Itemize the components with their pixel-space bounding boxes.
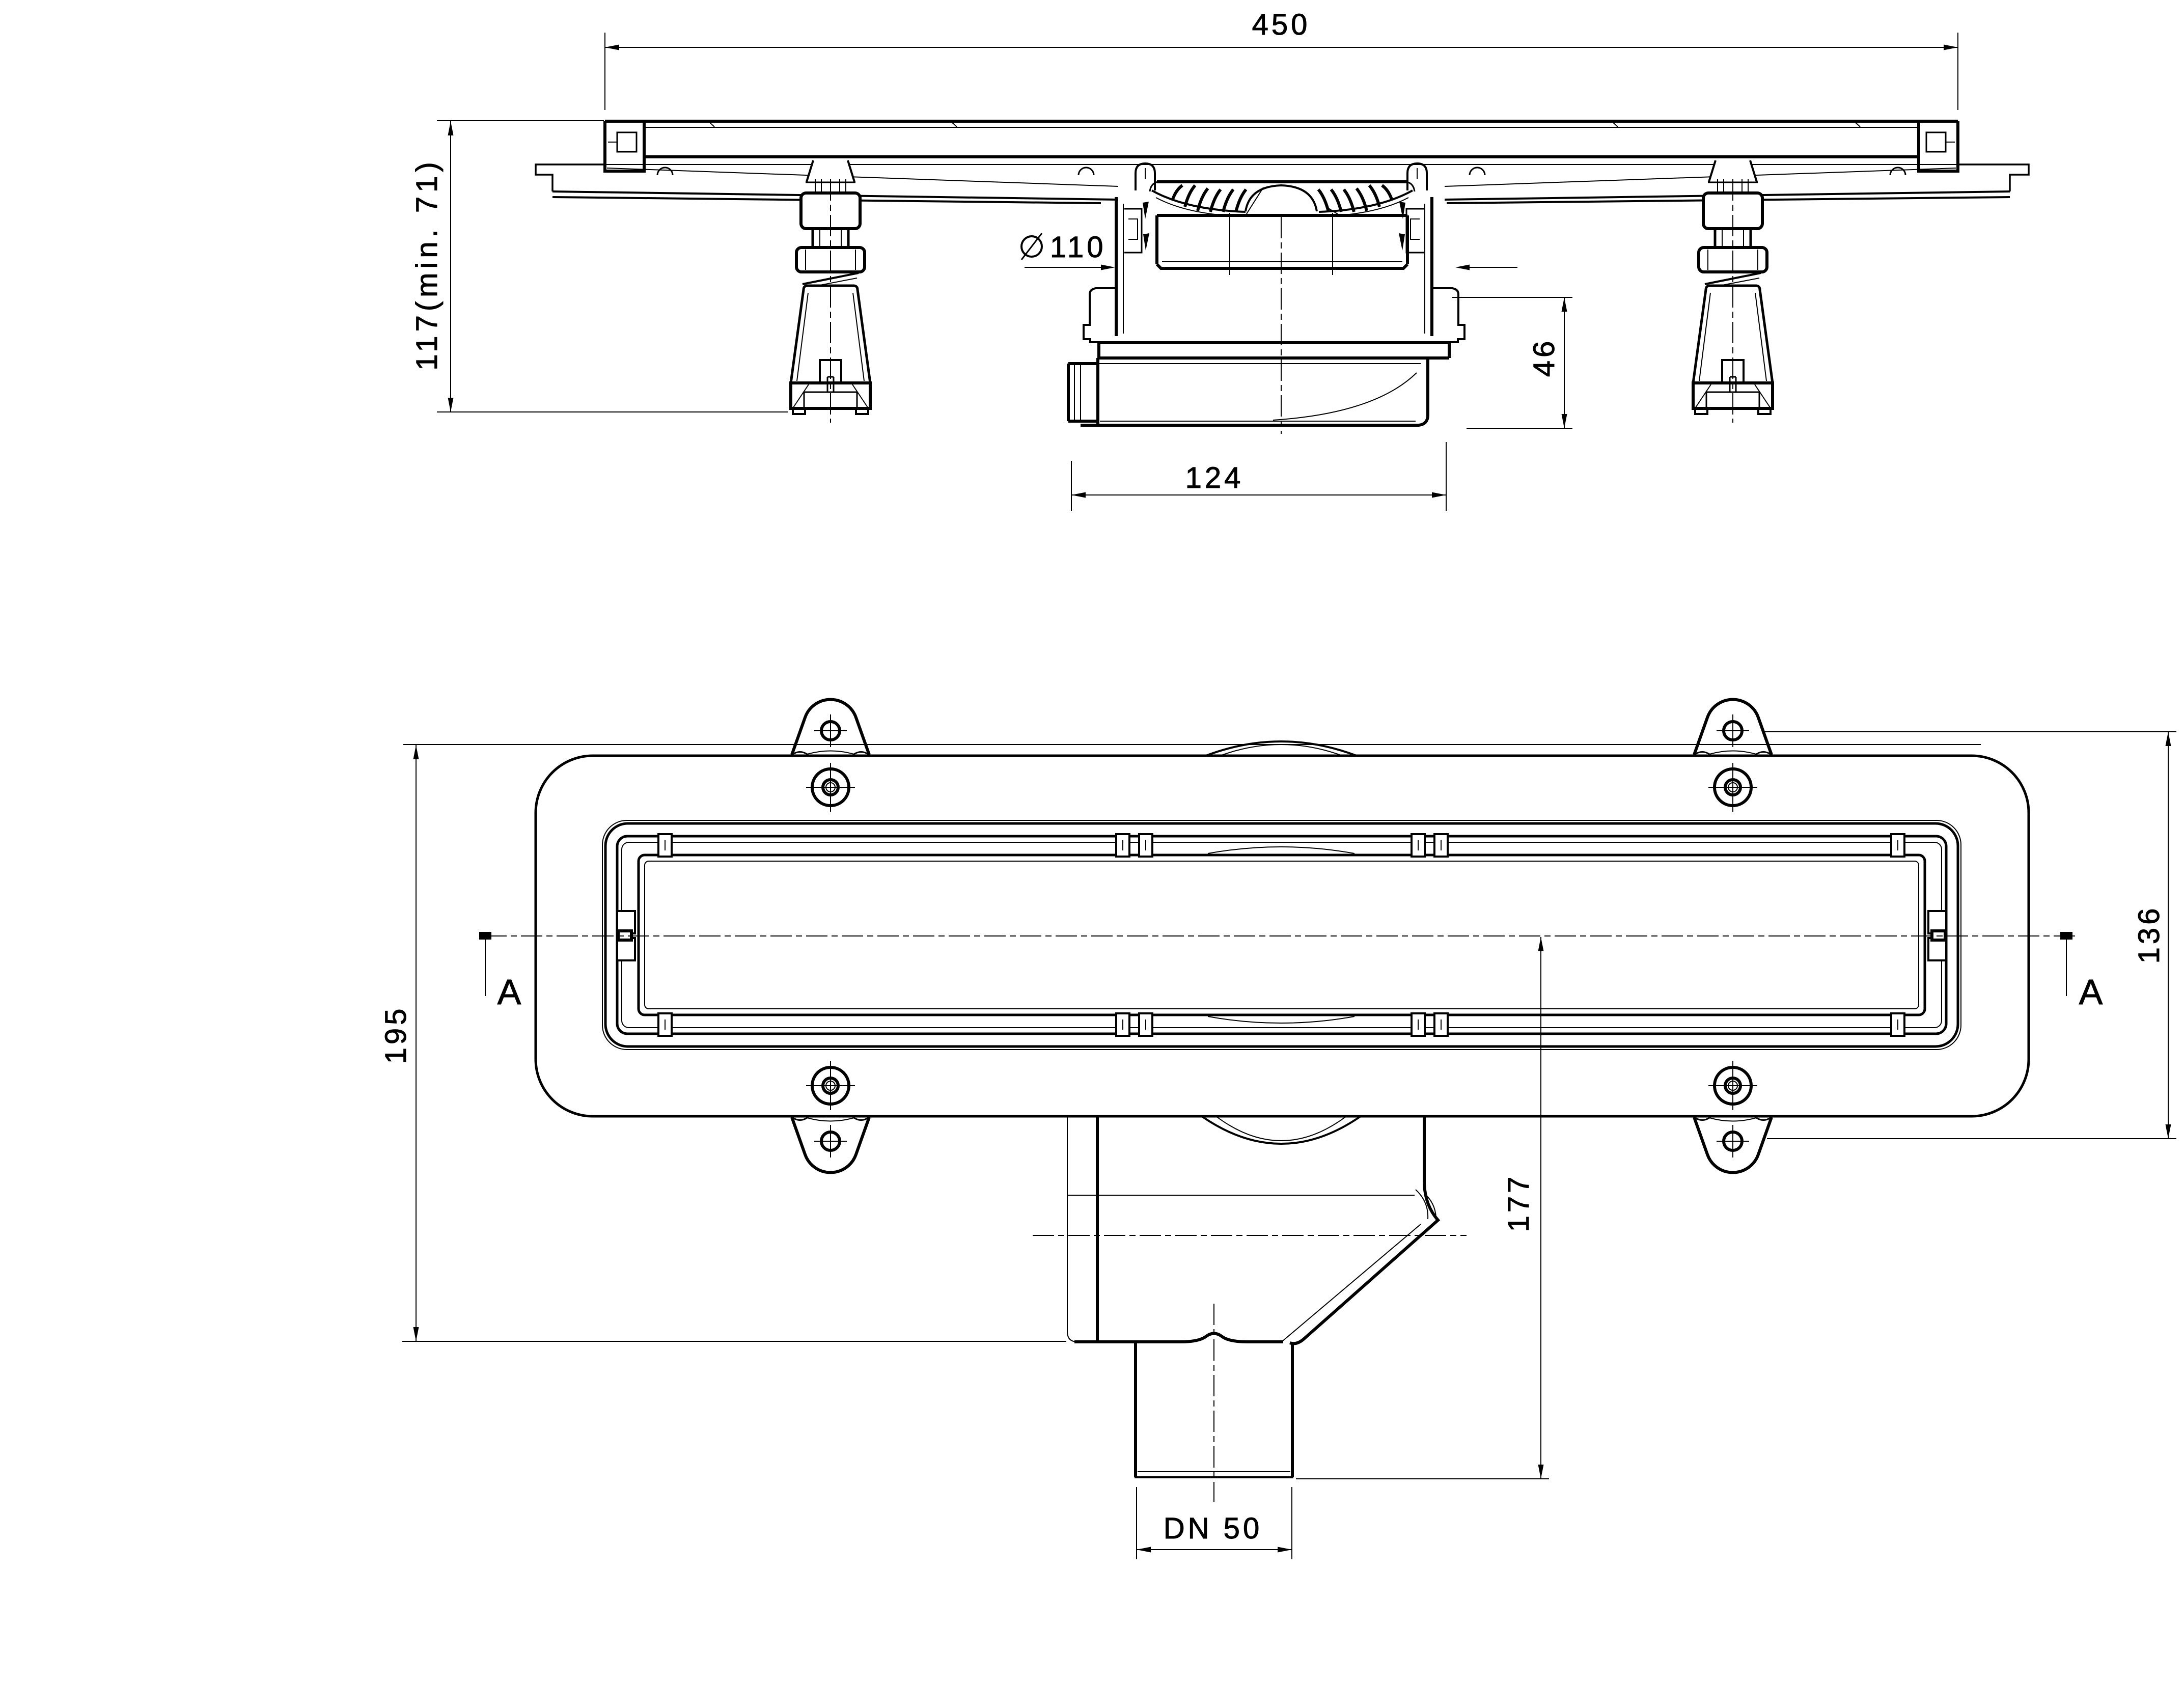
svg-text:136: 136 <box>2133 905 2166 964</box>
svg-text:450: 450 <box>1252 8 1311 41</box>
svg-text:195: 195 <box>379 1006 412 1064</box>
svg-text:177: 177 <box>1502 1174 1535 1232</box>
svg-text:A: A <box>497 972 521 1012</box>
svg-text:DN 50: DN 50 <box>1164 1512 1262 1545</box>
svg-text:A: A <box>2079 972 2103 1012</box>
svg-text:46: 46 <box>1528 338 1561 377</box>
svg-text:117(min. 71): 117(min. 71) <box>410 158 444 370</box>
svg-text:124: 124 <box>1185 461 1244 494</box>
svg-text:110: 110 <box>1050 231 1106 264</box>
